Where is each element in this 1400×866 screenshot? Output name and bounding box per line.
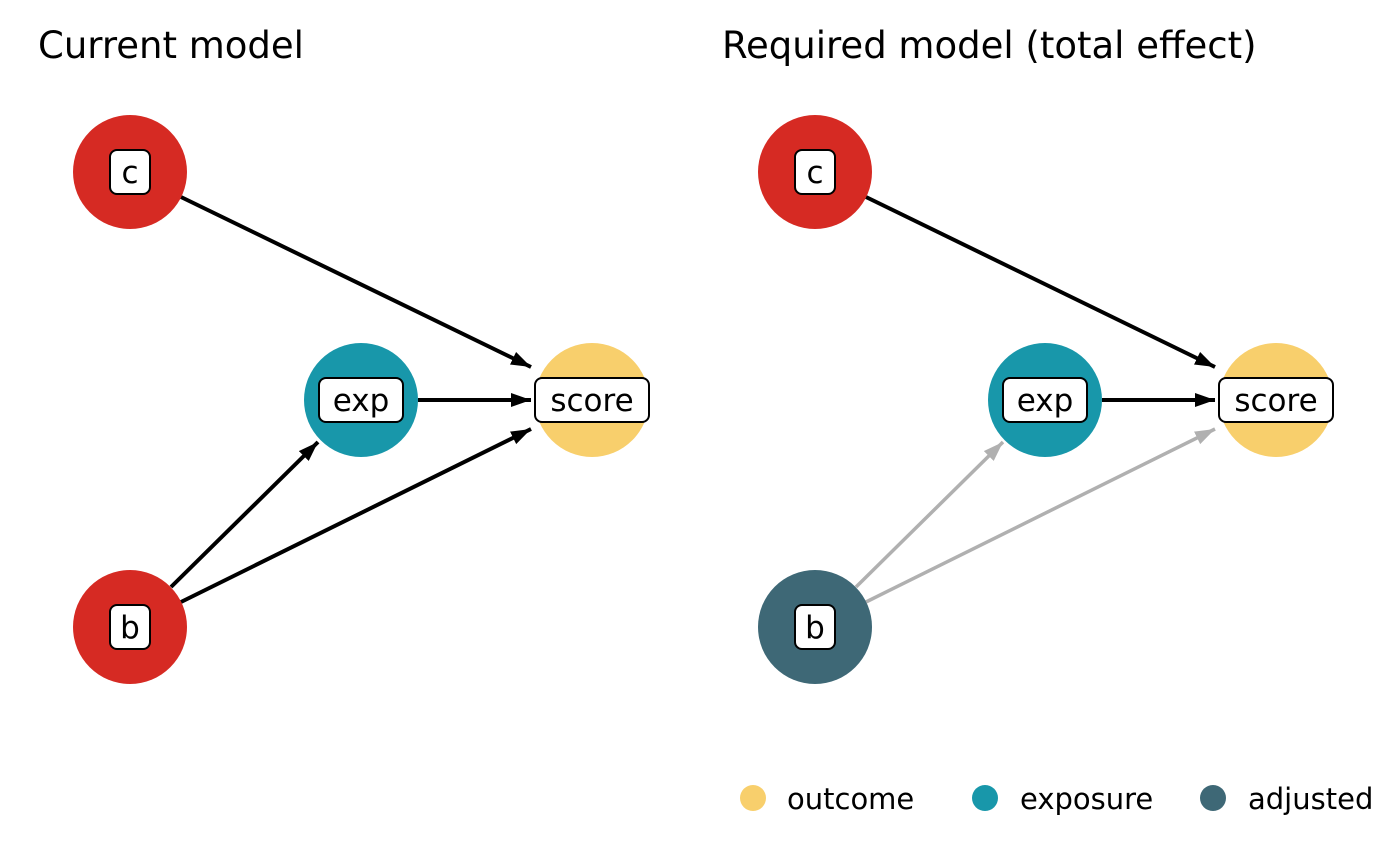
- legend-label-adjusted: adjusted: [1248, 782, 1373, 816]
- legend-item-adjusted: adjusted: [1200, 782, 1373, 816]
- edge-b-to-score-adjusted: [865, 427, 1216, 604]
- node-exp-label-box: [318, 377, 404, 423]
- edge-c-to-score: [180, 195, 532, 369]
- node-exp: exp: [988, 343, 1102, 457]
- node-b-label-box: [794, 604, 836, 650]
- node-score-label: score: [1234, 383, 1317, 419]
- edge-c-to-score: [865, 195, 1216, 369]
- node-b-label: b: [120, 610, 140, 646]
- legend-dot-adjusted: [1200, 785, 1226, 811]
- node-c-label-box: [109, 149, 151, 195]
- node-score-label: score: [550, 383, 633, 419]
- node-b-label: b: [805, 610, 825, 646]
- node-c: c: [758, 115, 872, 229]
- node-c-label-box: [794, 149, 836, 195]
- node-score: score: [1218, 343, 1334, 457]
- node-exp: exp: [304, 343, 418, 457]
- legend-label-exposure: exposure: [1020, 782, 1153, 816]
- node-c-label: c: [121, 155, 138, 191]
- node-b-label-box: [109, 604, 151, 650]
- node-score: score: [534, 343, 650, 457]
- legend-dot-outcome: [740, 785, 766, 811]
- node-exp-label-box: [1002, 377, 1088, 423]
- legend-dot-exposure: [972, 785, 998, 811]
- node-b: b: [73, 570, 187, 684]
- panel-title-right: Required model (total effect): [722, 24, 1257, 67]
- panel-current-model: Current model c exp score: [38, 24, 650, 684]
- node-score-label-box: [1218, 377, 1334, 423]
- node-b: b: [758, 570, 872, 684]
- edge-b-to-exp-adjusted: [854, 440, 1005, 589]
- legend-item-exposure: exposure: [972, 782, 1153, 816]
- panel-required-model: Required model (total effect) c exp: [722, 24, 1334, 684]
- edge-b-to-exp: [169, 440, 320, 589]
- node-c-label: c: [806, 155, 823, 191]
- legend: outcome exposure adjusted: [740, 782, 1373, 816]
- node-c: c: [73, 115, 187, 229]
- node-exp-label: exp: [333, 383, 390, 419]
- edge-b-to-score: [180, 427, 532, 604]
- node-exp-label: exp: [1017, 383, 1074, 419]
- panel-title-left: Current model: [38, 24, 304, 67]
- legend-item-outcome: outcome: [740, 782, 914, 816]
- legend-label-outcome: outcome: [787, 782, 914, 816]
- node-score-label-box: [534, 377, 650, 423]
